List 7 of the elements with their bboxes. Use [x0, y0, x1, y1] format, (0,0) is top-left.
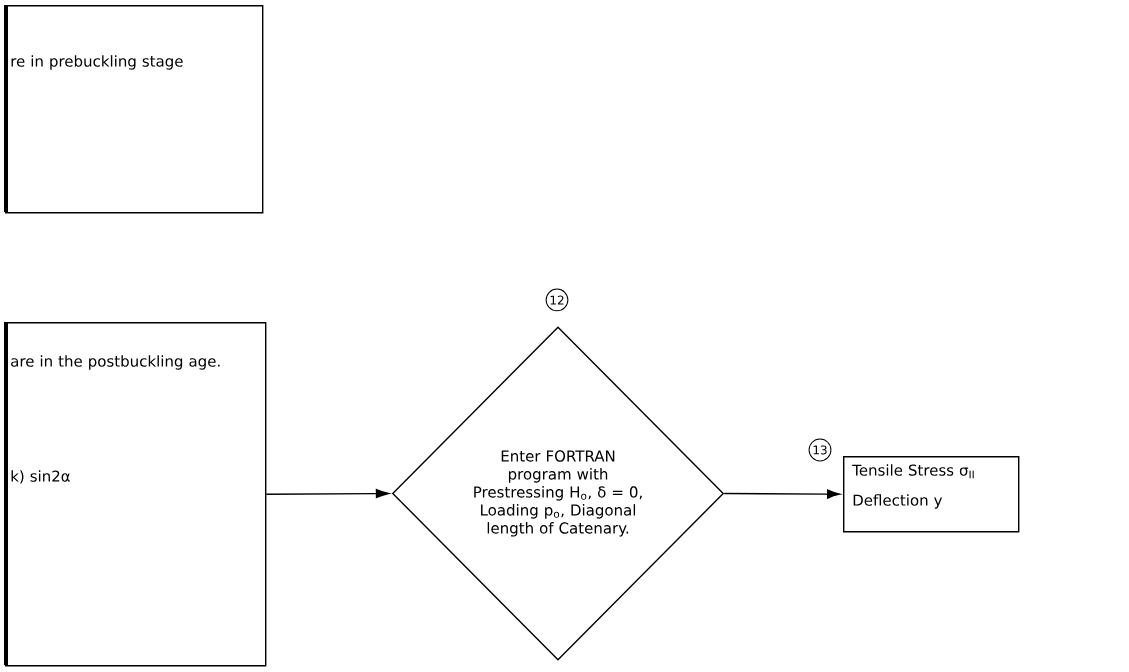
process-box: are in the postbuckling age. k) sin2α	[4, 322, 267, 667]
arrow	[723, 489, 841, 499]
process-box: Tensile Stress σ$_{II}$ Deflection y	[843, 456, 1020, 533]
arrow	[265, 489, 390, 499]
process-box: re in prebuckling stage	[4, 5, 264, 214]
callout-number: 13	[808, 438, 832, 462]
callout-number: 12	[545, 288, 569, 312]
